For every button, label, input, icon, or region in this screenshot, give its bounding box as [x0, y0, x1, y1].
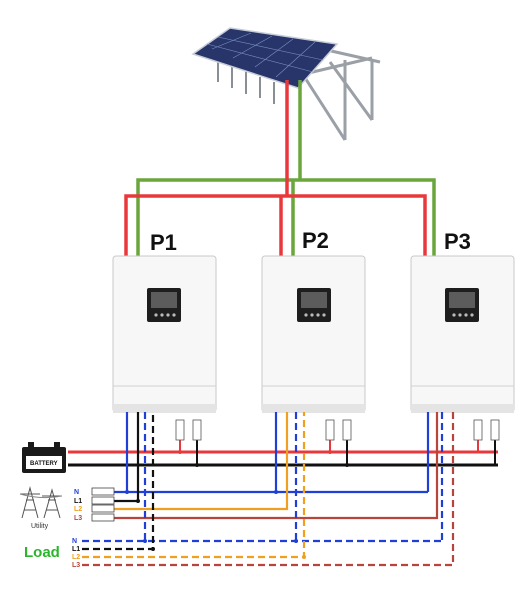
utility-phase-labels: N L1 L2 L3 — [74, 489, 82, 522]
panel-legs — [217, 62, 275, 104]
utility-neutral-wire — [114, 412, 430, 494]
utility-phase-n: N — [74, 489, 79, 496]
lcd-display — [147, 288, 181, 322]
utility-l3-wire — [114, 412, 439, 520]
load-label: Load — [24, 544, 60, 561]
junction-dots — [125, 450, 349, 559]
load-l1-wire — [82, 412, 155, 551]
utility-phase-l2: L2 — [74, 506, 82, 513]
utility-label: Utility — [31, 523, 49, 530]
utility-tower-icon — [19, 486, 63, 519]
panel-grid — [206, 32, 324, 78]
utility-terminal-block — [91, 487, 115, 522]
load-phase-l1: L1 — [72, 546, 80, 553]
unit-label-p2: P2 — [302, 228, 329, 253]
pv-positive-wire — [124, 80, 427, 256]
inverter-p3 — [410, 255, 515, 413]
load-phase-n: N — [72, 538, 77, 545]
load-phase-l2: L2 — [72, 554, 80, 561]
load-neutral-wire — [82, 412, 444, 543]
battery-breakers — [175, 419, 500, 441]
lcd-display — [445, 288, 479, 322]
unit-label-p3: P3 — [444, 229, 471, 254]
utility-phase-l1: L1 — [74, 498, 82, 505]
solar-panel-array — [191, 27, 381, 141]
load-phase-l3: L3 — [72, 562, 80, 569]
load-l3-wire — [82, 412, 455, 567]
inverter-p1 — [112, 255, 217, 413]
utility-l2-wire — [114, 412, 289, 511]
battery: BATTERY — [22, 442, 66, 473]
battery-label: BATTERY — [30, 461, 58, 467]
battery-bus — [68, 420, 498, 467]
load-phase-labels: N L1 L2 L3 — [72, 538, 80, 569]
unit-label-p1: P1 — [150, 230, 177, 255]
pv-wiring — [124, 80, 436, 256]
lcd-display — [297, 288, 331, 322]
inverter-p2 — [261, 255, 366, 413]
solar-panel — [191, 27, 339, 89]
utility-phase-l3: L3 — [74, 515, 82, 522]
